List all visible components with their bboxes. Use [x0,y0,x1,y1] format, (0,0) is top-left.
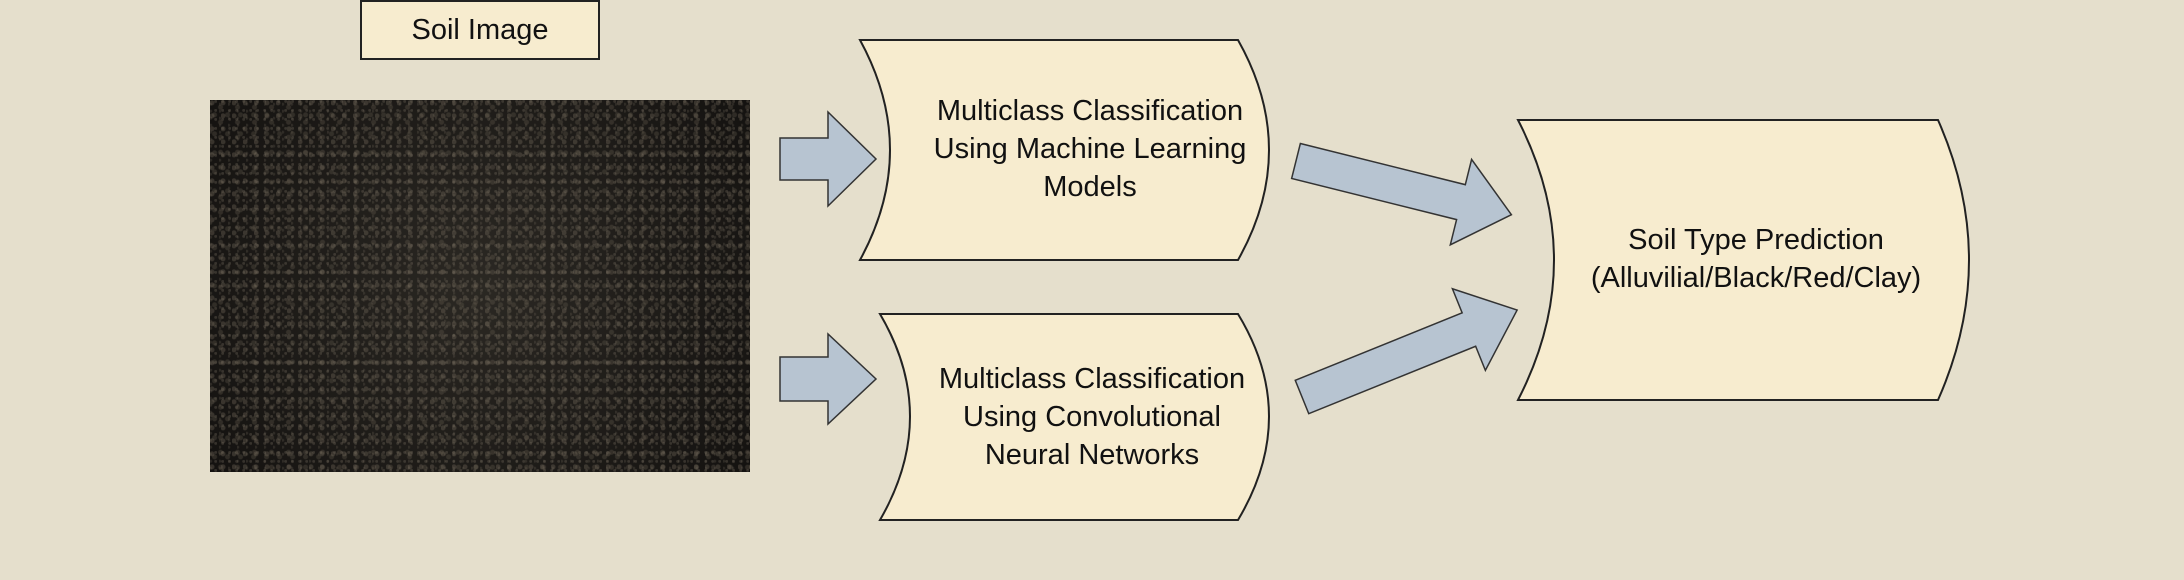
soil-image-label: Soil Image [360,0,600,60]
soil-type-prediction-box [1516,119,1970,401]
arrow-to-ml-icon [779,110,878,208]
ml-classification-text: Multiclass Classification Using Machine … [933,95,1247,203]
soil-type-prediction-text: Soil Type Prediction (Alluvilial/Black/R… [1590,224,1922,294]
arrow-ml-to-output-icon [1290,142,1513,247]
ml-classification-box [858,39,1270,261]
cnn-classification-text: Multiclass Classification Using Convolut… [938,363,1246,471]
arrow-cnn-to-output-icon [1294,287,1519,415]
soil-image [210,100,750,472]
cnn-classification-box [878,313,1270,521]
arrow-to-cnn-icon [779,332,878,426]
